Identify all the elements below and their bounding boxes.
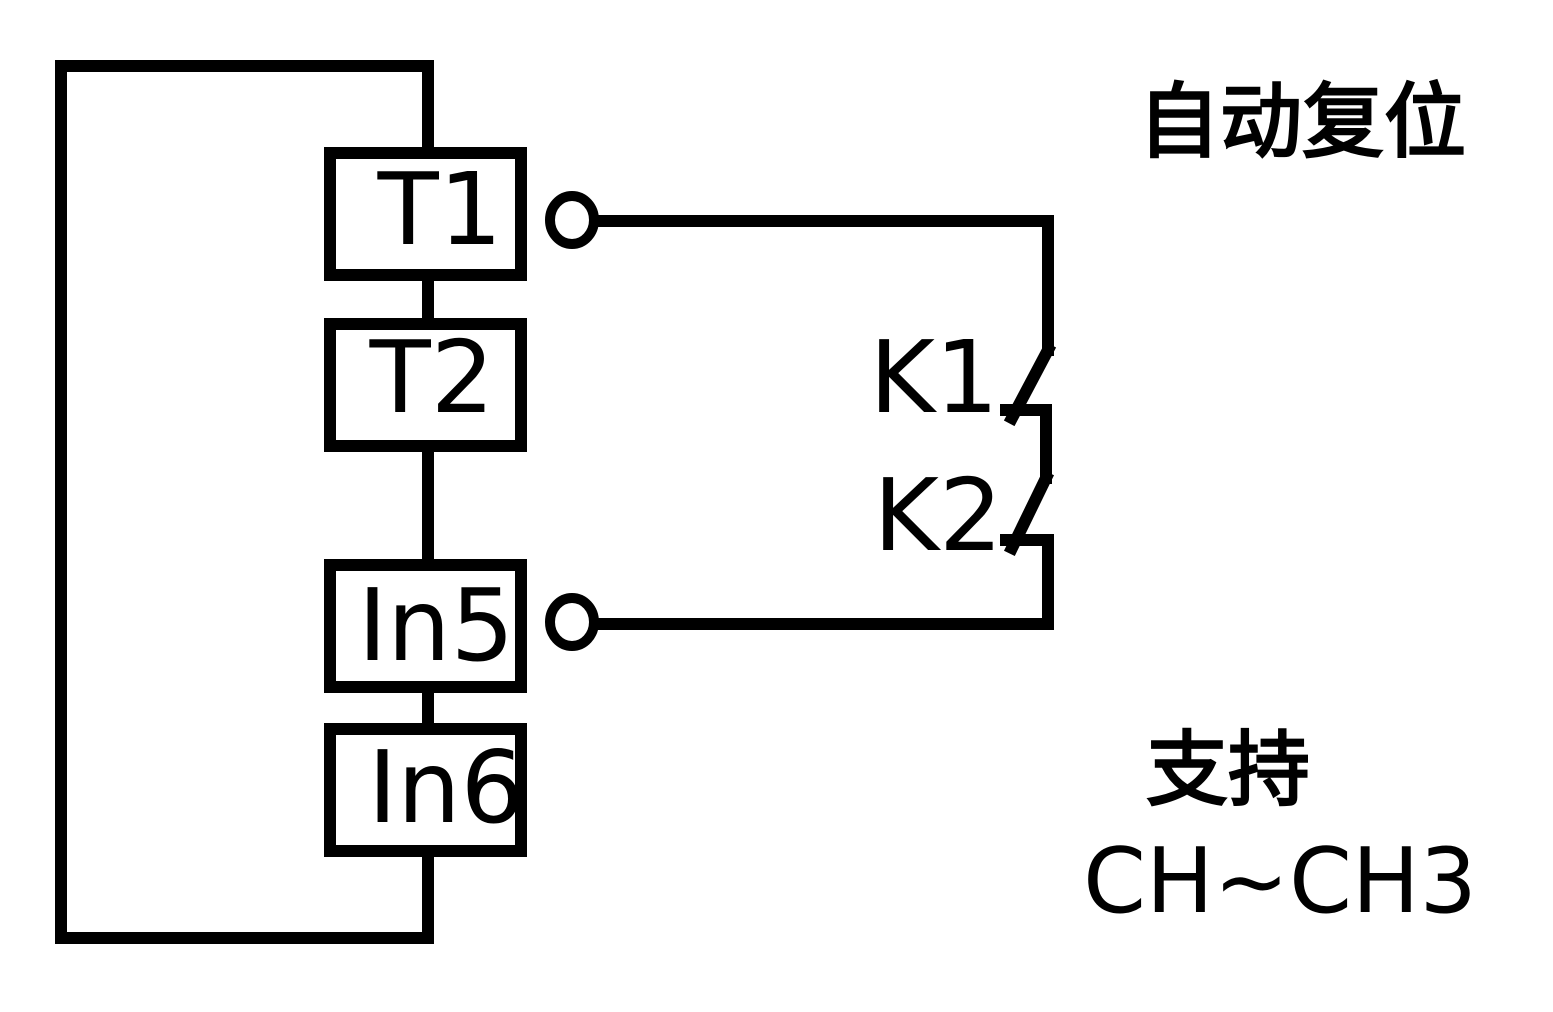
range-label: CH~CH3 (1083, 829, 1477, 934)
box-in6 (324, 723, 527, 857)
box-t2 (324, 318, 527, 452)
outer-loop-wire (55, 60, 434, 944)
terminal-top-circle (545, 191, 599, 249)
box-label-in6: In6 (368, 729, 525, 846)
terminal-bottom-circle (545, 593, 599, 651)
wire-between-switches (1000, 404, 1052, 484)
box-in5 (324, 559, 527, 693)
mode-label: 自动复位 (1138, 75, 1466, 170)
box-t1 (324, 147, 527, 281)
box-label-t1: T1 (377, 151, 503, 268)
switch-label-k2: K2 (873, 457, 1002, 574)
bottom-wire (592, 534, 1054, 630)
box-label-t2: T2 (369, 319, 495, 436)
switch-label-k1: K1 (869, 319, 998, 436)
support-label: 支持 (1146, 723, 1310, 818)
box-label-in5: In5 (358, 567, 515, 684)
top-wire (592, 215, 1054, 356)
